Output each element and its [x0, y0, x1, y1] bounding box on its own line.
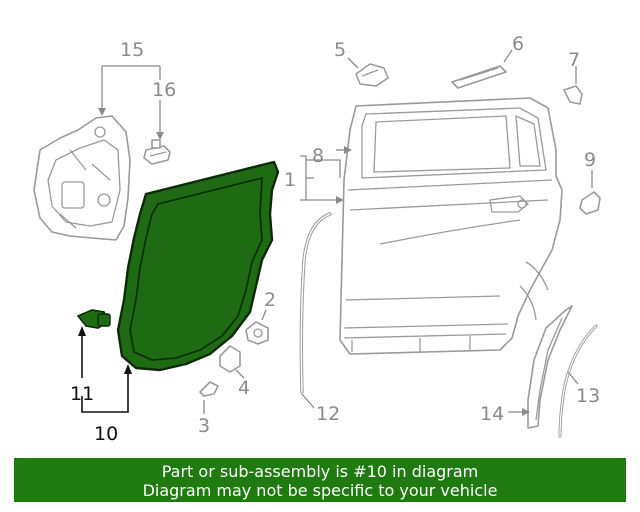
part-notice-banner: Part or sub-assembly is #10 in diagram D…	[14, 458, 626, 502]
trim-part-13[interactable]	[558, 324, 598, 438]
callout-8: 8	[312, 145, 324, 167]
callout-11: 11	[70, 383, 94, 405]
callout-14: 14	[480, 403, 504, 425]
stopper-part-2[interactable]	[245, 321, 269, 345]
clip-part-5[interactable]	[355, 63, 389, 87]
callout-10: 10	[94, 423, 118, 445]
door-trim-panel-part-15[interactable]	[33, 115, 131, 241]
bracket-part-7[interactable]	[563, 85, 583, 105]
banner-line-2: Diagram may not be specific to your vehi…	[142, 481, 498, 500]
garnish-part-9[interactable]	[579, 191, 601, 215]
garnish-part-6[interactable]	[451, 65, 507, 89]
callout-6: 6	[512, 33, 524, 55]
clip-part-16[interactable]	[143, 139, 171, 165]
bracket-part-3[interactable]	[199, 381, 219, 397]
cushion-part-4[interactable]	[219, 345, 241, 373]
callout-9: 9	[584, 149, 596, 171]
callout-4: 4	[238, 377, 250, 399]
plug-part-11[interactable]	[76, 309, 111, 329]
rear-door-part-1[interactable]	[339, 97, 563, 355]
callout-3: 3	[198, 415, 210, 437]
callout-16: 16	[152, 79, 176, 101]
callout-15: 15	[120, 39, 144, 61]
callout-13: 13	[576, 385, 600, 407]
callout-5: 5	[334, 39, 346, 61]
callout-12: 12	[316, 403, 340, 425]
callout-2: 2	[264, 289, 276, 311]
banner-line-1: Part or sub-assembly is #10 in diagram	[161, 462, 479, 481]
molding-part-14[interactable]	[527, 305, 573, 429]
door-weatherstrip-part-10[interactable]	[116, 160, 280, 372]
callout-7: 7	[568, 49, 580, 71]
callout-1: 1	[284, 169, 296, 191]
weatherstrip-part-12[interactable]	[299, 212, 332, 394]
